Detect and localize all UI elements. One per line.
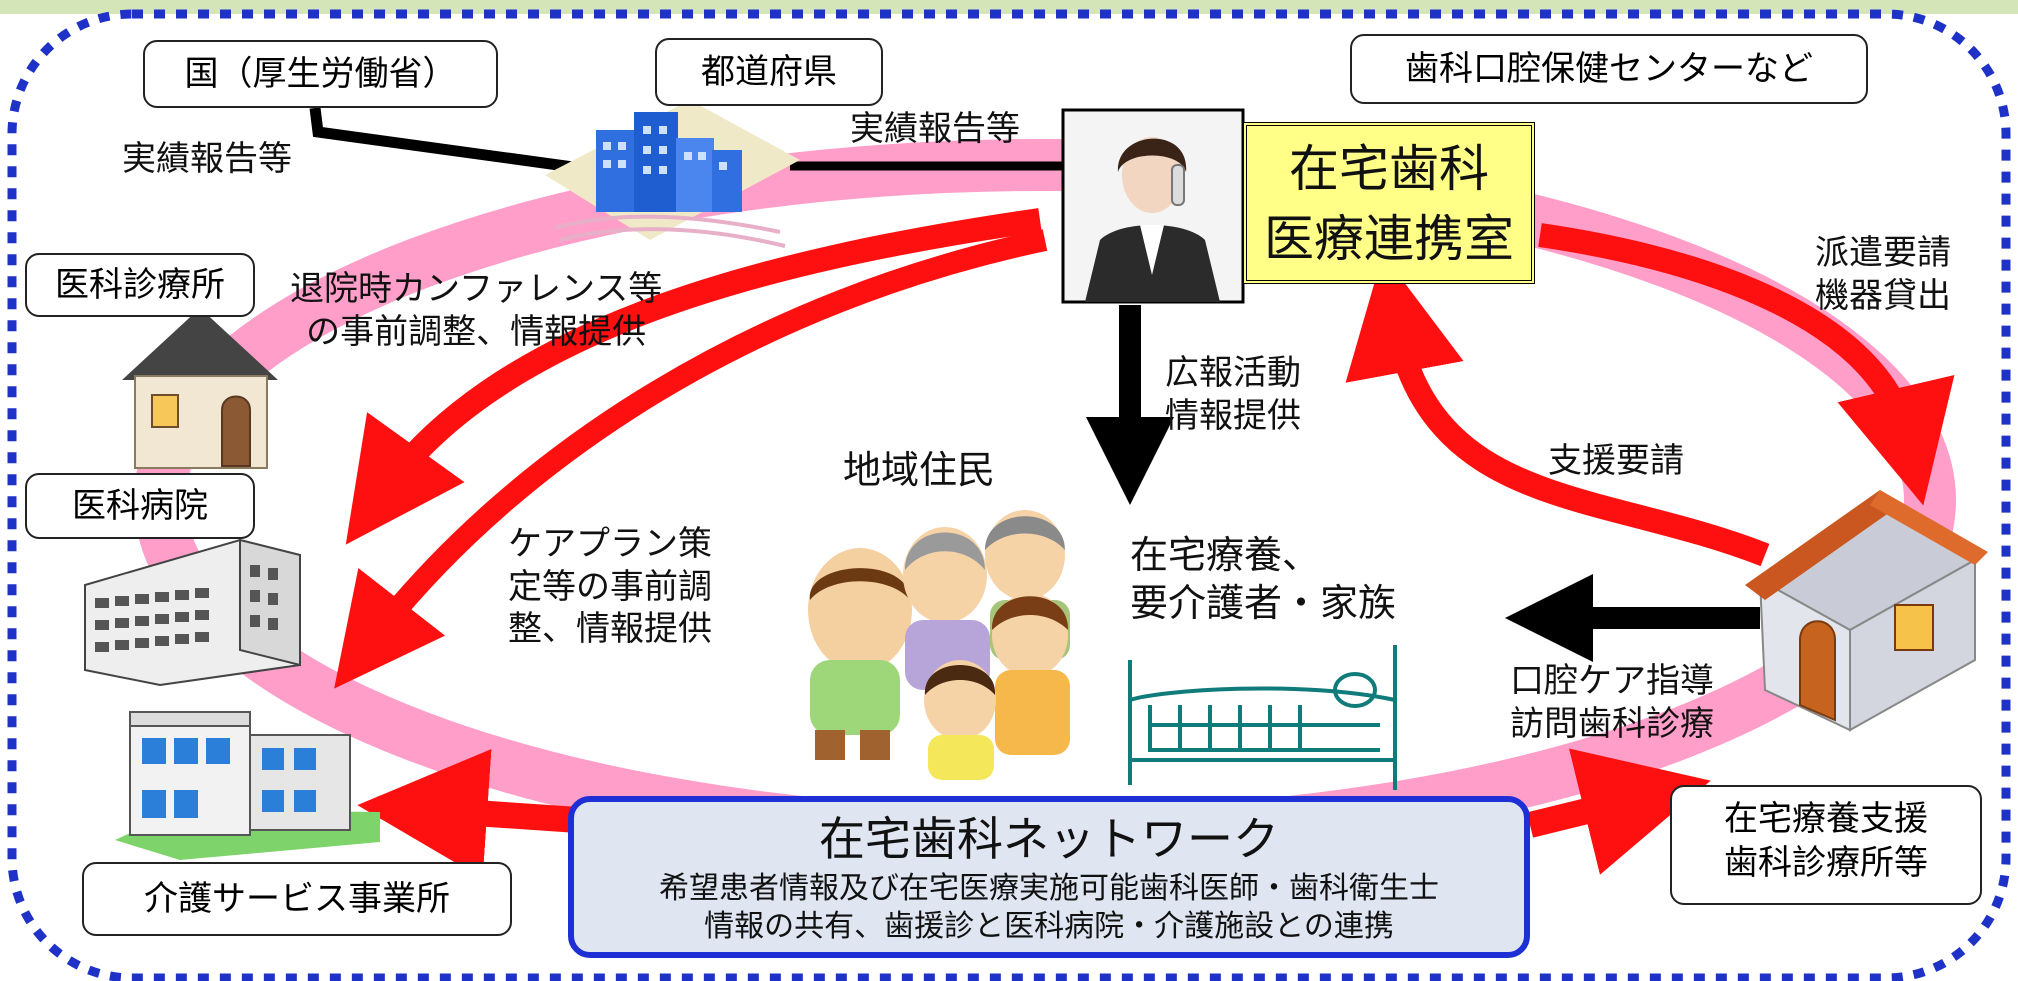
medical-clinic-icon xyxy=(122,308,278,469)
arrow-to-care-office xyxy=(334,229,1048,689)
label-report-left: 実績報告等 xyxy=(122,139,292,179)
network-box: 在宅歯科ネットワーク 希望患者情報及び在宅医療実施可能歯科医師・歯科衛生士 情報… xyxy=(568,796,1530,958)
arrow-support-request xyxy=(1345,253,1770,567)
dental-center-box: 歯科口腔保健センターなど xyxy=(1350,34,1868,104)
label-home-care-line1: 在宅療養、 xyxy=(1130,533,1321,577)
network-line2: 情報の共有、歯援診と医科病院・介護施設との連携 xyxy=(704,909,1394,944)
office-title-line1: 在宅歯科 xyxy=(1289,140,1489,198)
label-careplan: ケアプラン策 定等の事前調 整、情報提供 xyxy=(508,523,712,651)
label-residents: 地域住民 xyxy=(843,448,996,492)
label-oral-care-line1: 口腔ケア指導 xyxy=(1510,661,1714,701)
office-title-line2: 医療連携室 xyxy=(1264,210,1514,268)
support-clinic-line2: 歯科診療所等 xyxy=(1724,843,1928,884)
label-report-center: 実績報告等 xyxy=(850,109,1020,149)
label-home-care-line2: 要介護者・家族 xyxy=(1130,580,1397,625)
prefecture-building-icon xyxy=(545,100,800,248)
medical-clinic-box: 医科診療所 xyxy=(25,253,255,317)
care-bed-icon xyxy=(1128,645,1397,790)
label-careplan-line2: 定等の事前調 xyxy=(508,566,712,607)
ministry-box: 国（厚生労働省） xyxy=(143,40,498,108)
office-staff-photo xyxy=(1061,108,1245,304)
label-discharge-line1: 退院時カンファレンス等 xyxy=(290,269,663,309)
arrow-dispatch xyxy=(1538,223,1955,506)
hospital-building-icon xyxy=(84,538,301,687)
label-careplan-line3: 整、情報提供 xyxy=(508,609,712,649)
arrow-network-right xyxy=(1526,748,1711,875)
arrow-network-left xyxy=(357,749,579,879)
care-office-building-icon xyxy=(115,711,380,860)
label-discharge-line2: の事前調整、情報提供 xyxy=(306,311,647,352)
label-dispatch-line2: 機器貸出 xyxy=(1815,275,1951,316)
label-oral-care: 口腔ケア指導 訪問歯科診療 xyxy=(1510,660,1714,745)
care-office-box: 介護サービス事業所 xyxy=(82,862,512,936)
office-title-box: 在宅歯科 医療連携室 xyxy=(1243,122,1535,284)
support-clinic-line1: 在宅療養支援 xyxy=(1724,799,1928,839)
arrow-to-hospital xyxy=(345,208,1042,545)
family-illustration xyxy=(808,510,1070,780)
report-line-ministry xyxy=(309,107,581,174)
label-dispatch-line1: 派遣要請 xyxy=(1815,233,1951,273)
network-title: 在宅歯科ネットワーク xyxy=(819,812,1279,866)
prefecture-box: 都道府県 xyxy=(655,38,883,106)
network-line1: 希望患者情報及び在宅医療実施可能歯科医師・歯科衛生士 xyxy=(659,871,1439,906)
label-oral-care-line2: 訪問歯科診療 xyxy=(1510,703,1714,744)
label-careplan-line1: ケアプラン策 xyxy=(508,524,712,564)
label-pr-line2: 情報提供 xyxy=(1165,395,1301,436)
label-support-request: 支援要請 xyxy=(1548,441,1684,481)
label-home-care: 在宅療養、 要介護者・家族 xyxy=(1130,532,1396,627)
label-discharge: 退院時カンファレンス等 の事前調整、情報提供 xyxy=(290,268,662,353)
label-dispatch: 派遣要請 機器貸出 xyxy=(1815,232,1951,317)
support-clinic-box: 在宅療養支援 歯科診療所等 xyxy=(1670,785,1982,905)
label-pr: 広報活動 情報提供 xyxy=(1165,352,1301,437)
label-pr-line1: 広報活動 xyxy=(1165,353,1301,393)
medical-hospital-box: 医科病院 xyxy=(25,473,255,539)
dental-clinic-house-icon xyxy=(1745,490,1988,732)
top-band xyxy=(0,0,2018,14)
